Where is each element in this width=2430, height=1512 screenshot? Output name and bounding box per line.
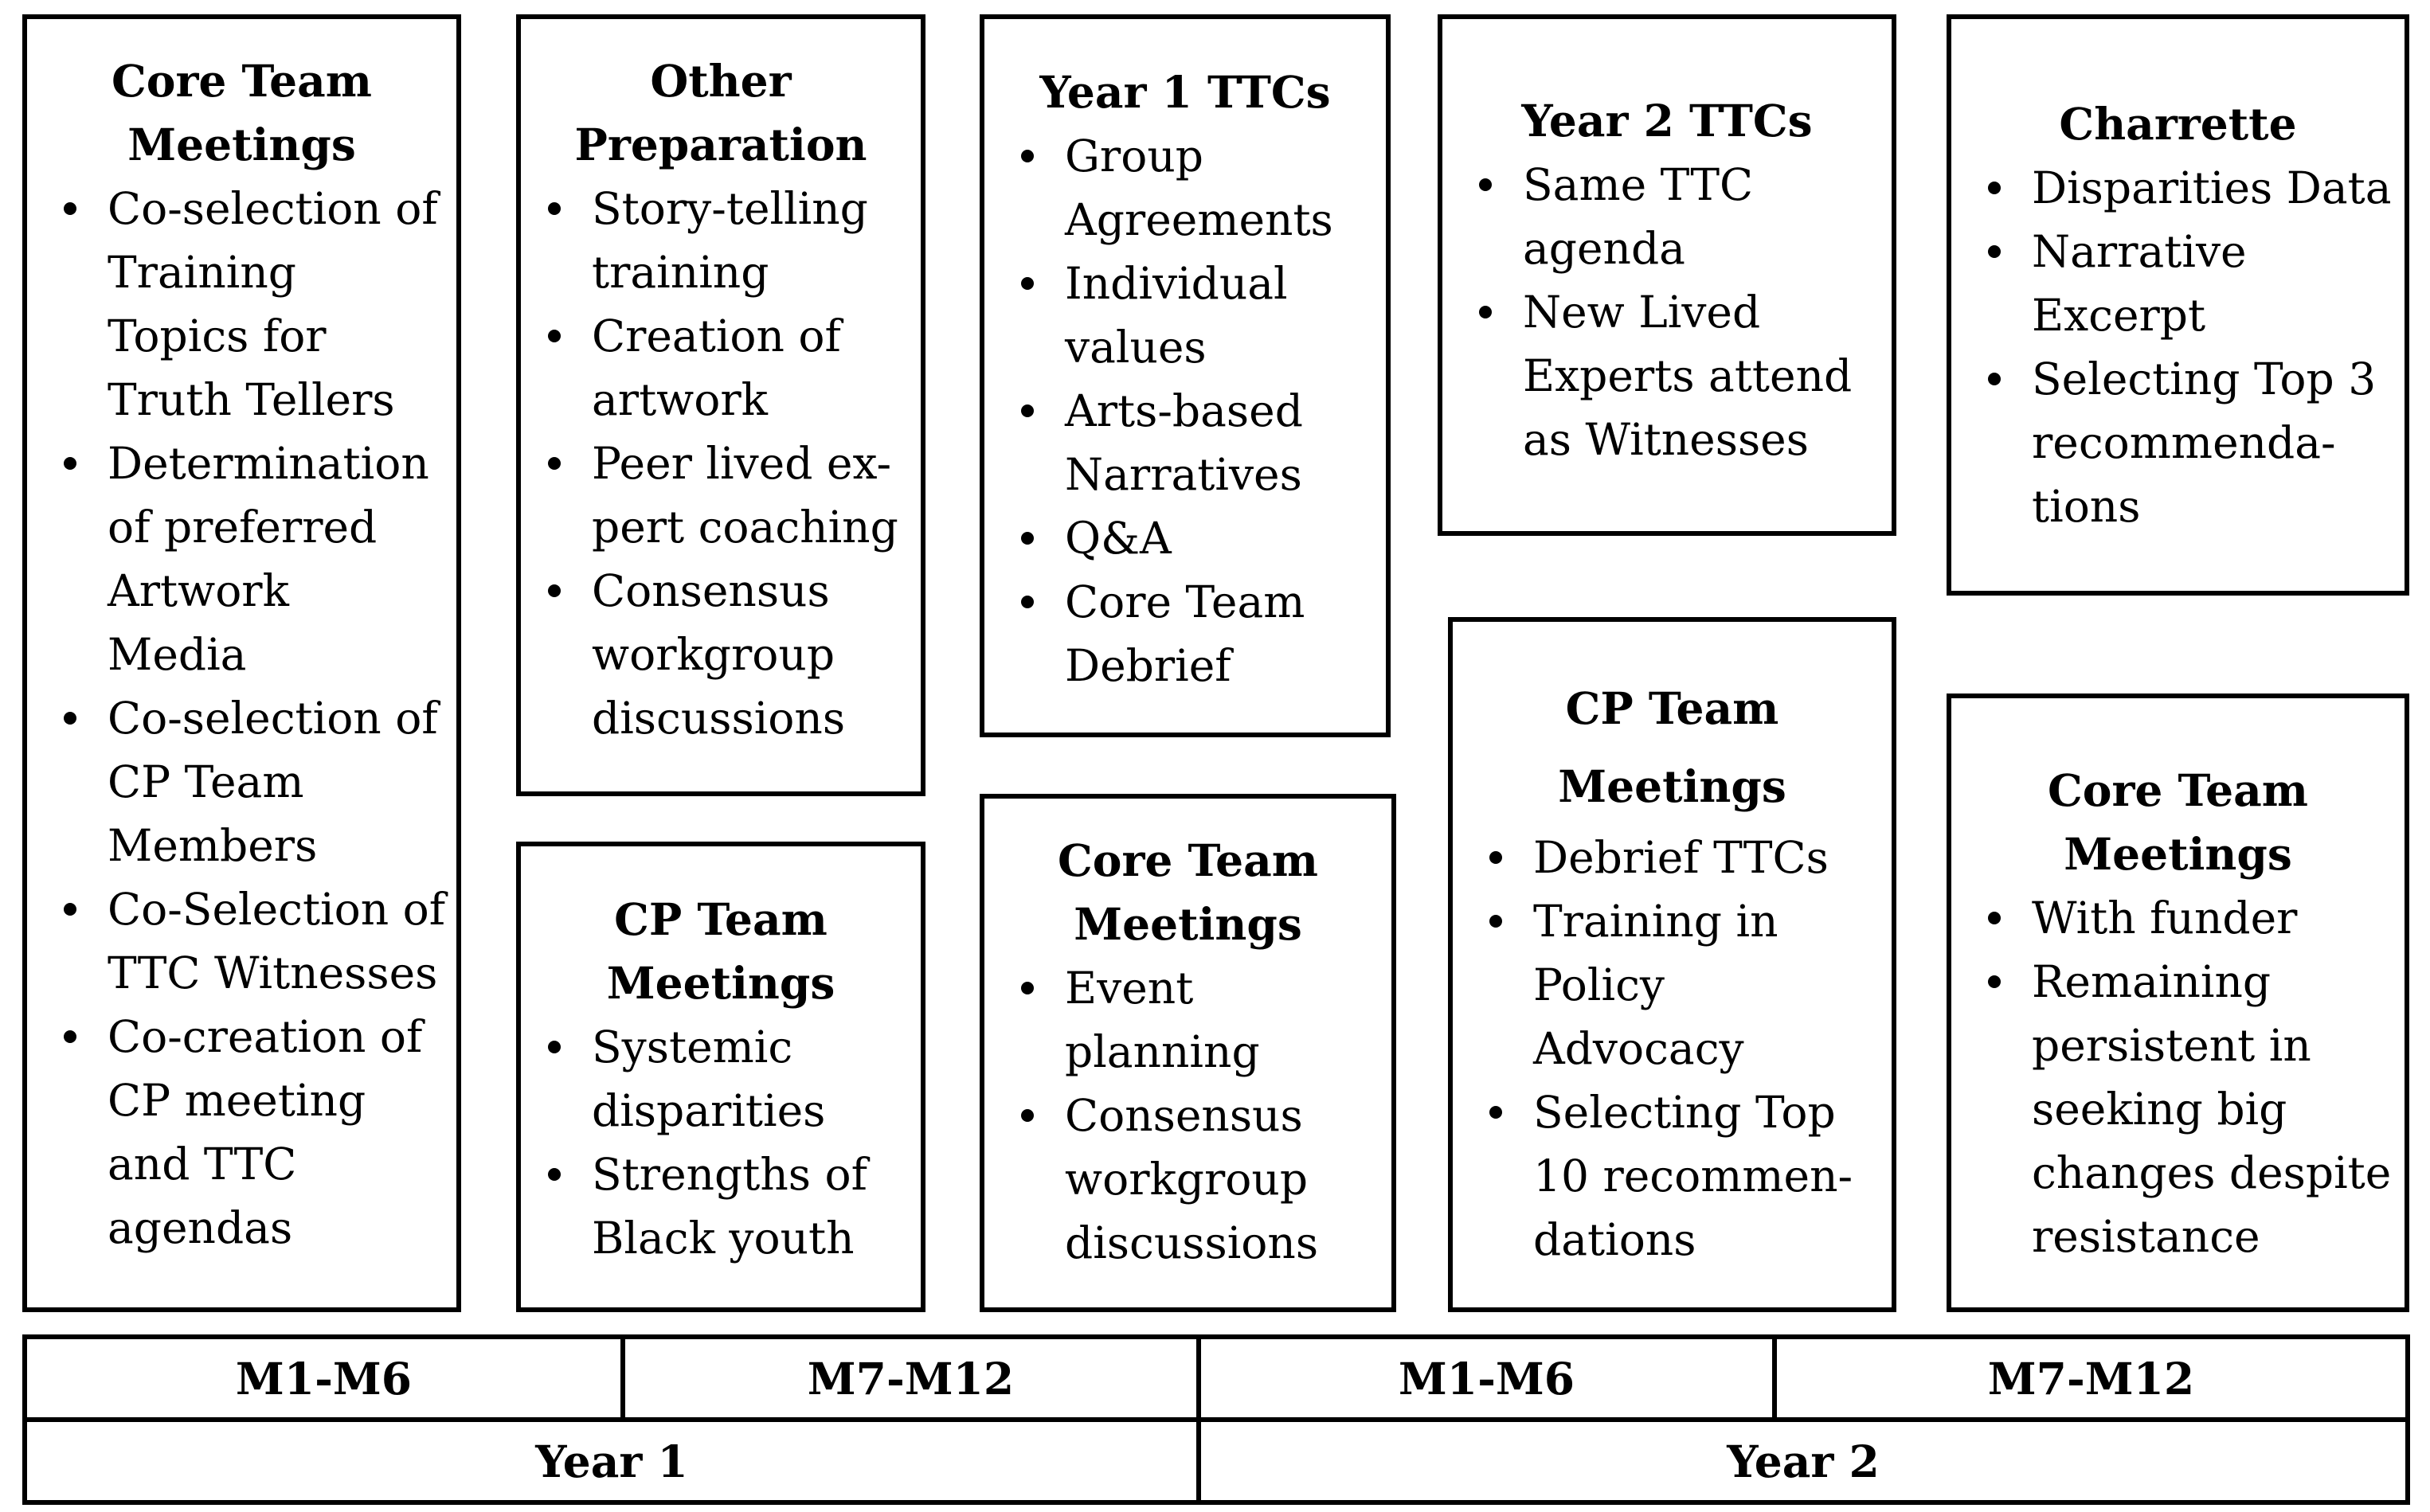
box-title: Charrette bbox=[2059, 98, 2297, 150]
list-item: Peer lived ex-pert coaching bbox=[511, 432, 921, 559]
timeline-month-cell: M1-M6 bbox=[22, 1334, 625, 1422]
timeline-month-cell: M7-M12 bbox=[620, 1334, 1201, 1422]
timeline-month-cell: M7-M12 bbox=[1772, 1334, 2410, 1422]
timeline-month-cell: M1-M6 bbox=[1196, 1334, 1777, 1422]
list-item: With funder bbox=[1951, 886, 2405, 950]
timeline-year-cell: Year 2 bbox=[1196, 1417, 2410, 1505]
box-title: Year 1 TTCs bbox=[1039, 66, 1331, 118]
list-item: Disparities Data bbox=[1951, 156, 2405, 220]
timeline-year-cell: Year 1 bbox=[22, 1417, 1201, 1505]
list-item: Debrief TTCs bbox=[1453, 826, 1892, 889]
box-title: Year 2 TTCs bbox=[1521, 95, 1813, 147]
list-item: Q&A bbox=[984, 506, 1386, 570]
